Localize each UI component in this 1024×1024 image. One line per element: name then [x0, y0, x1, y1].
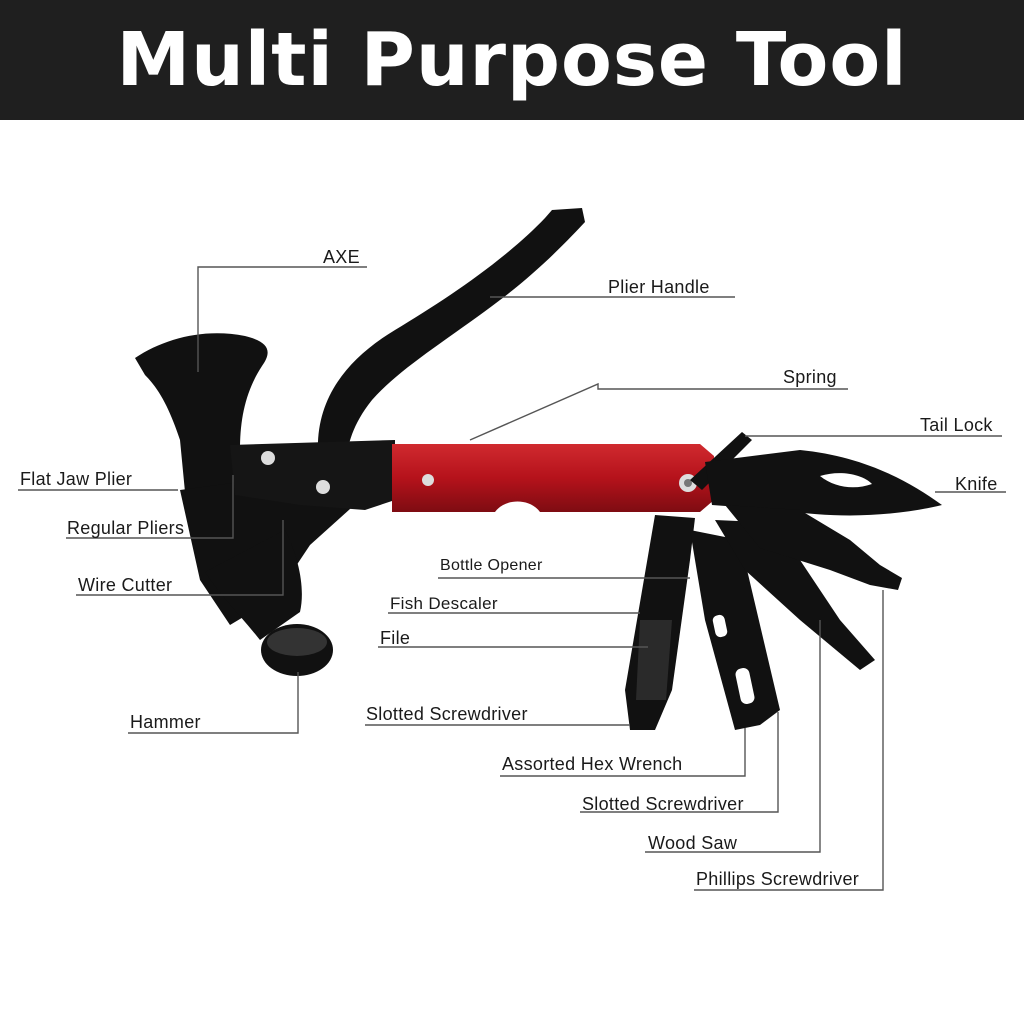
phillips-tool-shape — [725, 505, 902, 590]
label-regular-pliers: Regular Pliers — [67, 518, 185, 538]
hammer-head-shape — [205, 530, 302, 640]
hex-wrench-tool-shape — [690, 530, 780, 730]
red-handle-shape — [392, 444, 714, 512]
label-file: File — [380, 628, 411, 648]
label-flat-jaw-plier: Flat Jaw Plier — [20, 469, 133, 489]
plier-handle-shape — [317, 208, 585, 460]
label-slotted-screwdriver-2: Slotted Screwdriver — [582, 794, 744, 814]
label-phillips-screwdriver: Phillips Screwdriver — [696, 869, 860, 889]
knife-shape — [705, 450, 942, 516]
label-fish-descaler: Fish Descaler — [390, 594, 498, 613]
label-wood-saw: Wood Saw — [648, 833, 738, 853]
label-knife: Knife — [955, 474, 998, 494]
label-wire-cutter: Wire Cutter — [78, 575, 173, 595]
leader-lines — [18, 266, 1006, 891]
label-axe: AXE — [323, 247, 360, 267]
label-assorted-hex-wrench: Assorted Hex Wrench — [502, 754, 683, 774]
saw-tool-shape — [715, 520, 875, 670]
label-hammer: Hammer — [130, 712, 201, 732]
label-slotted-screwdriver-1: Slotted Screwdriver — [366, 704, 528, 724]
label-bottle-opener: Bottle Opener — [440, 557, 543, 574]
label-spring: Spring — [783, 367, 837, 387]
title-banner: Multi Purpose Tool — [0, 0, 1024, 120]
page-title: Multi Purpose Tool — [116, 17, 908, 103]
label-tail-lock: Tail Lock — [920, 415, 993, 435]
label-plier-handle: Plier Handle — [608, 277, 710, 297]
